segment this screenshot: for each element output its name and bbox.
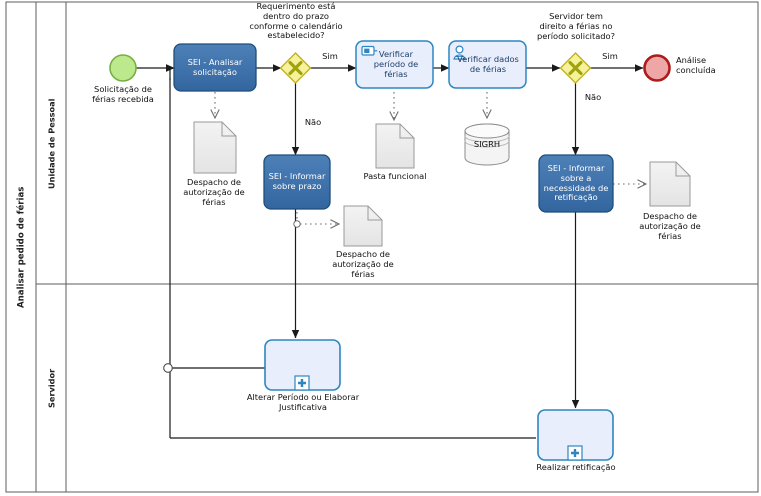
- sequence-flows: [136, 64, 644, 439]
- data-store-sigrh: [464, 123, 510, 166]
- flow-label-nao-2: Não: [584, 92, 602, 102]
- task-label-sei-analisar: SEI - Analisar solicitação: [187, 56, 243, 77]
- subprocess-alterar-periodo-justificativa[interactable]: [264, 339, 341, 391]
- gateway-label-direito-ferias: Servidor tem direito a férias no período…: [536, 11, 616, 41]
- flow-label-nao-1: Não: [304, 117, 322, 127]
- gateway-direito-ferias[interactable]: [559, 52, 592, 84]
- gateway-prazo[interactable]: [279, 52, 312, 84]
- subprocess-label-realizar-retificacao: Realizar retificação: [536, 462, 616, 472]
- data-object-label-despacho-1: Despacho de autorização de férias: [183, 177, 245, 207]
- end-event-label: Análise concluída: [676, 55, 716, 75]
- data-object-label-pasta-funcional: Pasta funcional: [363, 171, 427, 181]
- data-object-label-despacho-3: Despacho de autorização de férias: [639, 211, 701, 241]
- flow-label-sim-1: Sim: [322, 51, 338, 61]
- data-object-pasta-funcional: [375, 123, 415, 169]
- data-object-label-despacho-2: Despacho de autorização de férias: [332, 249, 394, 279]
- task-label-sei-informar-retificacao: SEI - Informar sobre a necessidade de re…: [543, 162, 609, 203]
- task-sei-informar-sobre-prazo[interactable]: [263, 154, 331, 210]
- task-label-verificar-dados: Verificar dados de férias: [457, 54, 519, 74]
- subprocess-label-alterar-periodo: Alterar Período ou Elaborar Justificativ…: [246, 392, 360, 412]
- task-verificar-dados-ferias[interactable]: [448, 40, 527, 89]
- manual-screen-icon: [361, 45, 378, 56]
- data-associations: [215, 92, 646, 224]
- data-object-despacho-3: [649, 161, 691, 207]
- lane-label-servidor: Servidor: [46, 368, 57, 408]
- loop-connector-stubs: [163, 363, 173, 373]
- data-store-label-sigrh: SIGRH: [473, 139, 501, 149]
- flow-label-sim-2: Sim: [602, 51, 618, 61]
- start-event-solicitacao[interactable]: [109, 54, 137, 82]
- task-label-sei-informar-prazo: SEI - Informar sobre prazo: [268, 171, 326, 191]
- end-event-analise-concluida[interactable]: [643, 54, 671, 82]
- task-sei-analisar-solicitacao[interactable]: [173, 43, 257, 92]
- collapsed-plus-icon[interactable]: [567, 445, 583, 461]
- start-event-label: Solicitação de férias recebida: [92, 84, 154, 104]
- subprocess-realizar-retificacao[interactable]: [537, 409, 614, 461]
- user-task-icon: [453, 45, 466, 60]
- data-object-despacho-1: [193, 121, 237, 174]
- pool-label: Analisar pedido de férias: [16, 186, 27, 308]
- assoc-prazo-doc2: [296, 212, 339, 224]
- lane-label-unidade-de-pessoal: Unidade de Pessoal: [46, 98, 57, 189]
- task-label-verificar-periodo: Verificar período de férias: [373, 49, 419, 79]
- task-sei-informar-necessidade-retificacao[interactable]: [538, 154, 614, 213]
- assoc-origin-stubs: [293, 220, 301, 228]
- collapsed-plus-icon[interactable]: [294, 375, 310, 391]
- flow-alterar-loop-head: [166, 64, 175, 80]
- data-object-despacho-2: [343, 205, 383, 247]
- task-verificar-periodo-ferias[interactable]: [355, 40, 434, 89]
- gateway-label-prazo: Requerimento está dentro do prazo confor…: [249, 1, 343, 41]
